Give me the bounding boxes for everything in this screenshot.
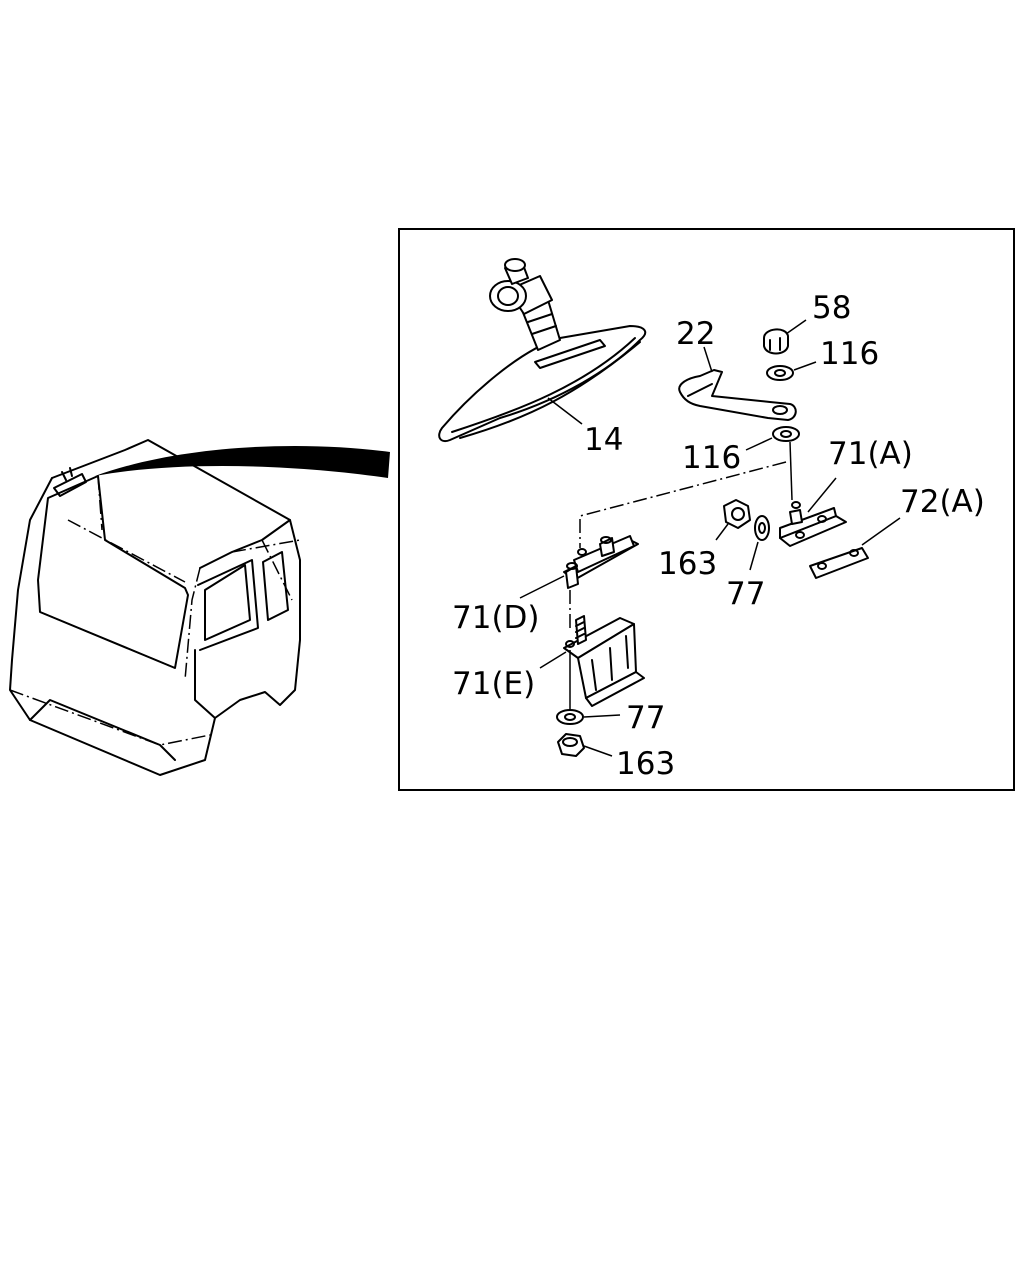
label-163-low: 163	[616, 746, 675, 782]
label-77-mid: 77	[726, 576, 765, 612]
bracket-part-71d	[563, 535, 639, 589]
cap-nut-part-58	[763, 328, 789, 355]
plate-part-72a	[809, 547, 869, 579]
label-116-top: 116	[820, 336, 879, 372]
label-77-low: 77	[626, 700, 665, 736]
label-71d: 71(D)	[452, 600, 540, 636]
inner-mirror-part-14	[438, 258, 647, 442]
label-72a: 72(A)	[900, 484, 985, 520]
washer-part-116-top	[766, 365, 794, 381]
label-58: 58	[812, 290, 851, 326]
washer-part-77-mid	[754, 515, 770, 541]
detail-frame	[398, 228, 1015, 791]
washer-part-116-mid	[772, 426, 800, 442]
label-22: 22	[676, 316, 715, 352]
label-71a: 71(A)	[828, 436, 913, 472]
label-163-mid: 163	[658, 546, 717, 582]
nut-part-163-mid	[723, 499, 751, 529]
label-116-mid: 116	[682, 440, 741, 476]
washer-part-77-low	[556, 709, 584, 725]
stay-part-22	[678, 369, 797, 421]
bracket-part-71a	[779, 501, 847, 547]
nut-part-163-low	[557, 733, 585, 757]
truck-cab-overview	[9, 439, 301, 776]
label-71e: 71(E)	[452, 666, 535, 702]
callout-wedge	[95, 445, 390, 478]
label-14: 14	[584, 422, 623, 458]
bracket-part-71e	[563, 615, 645, 707]
